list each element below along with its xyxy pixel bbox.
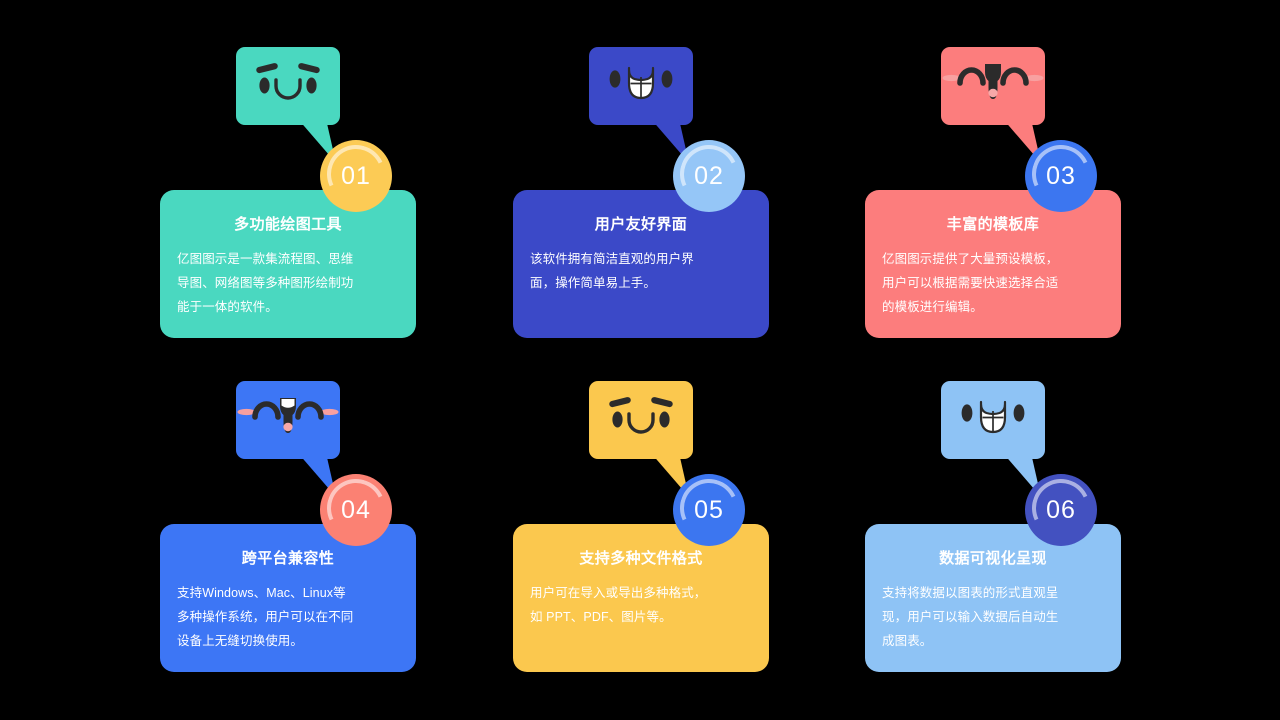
feature-description: 支持将数据以图表的形式直观呈现，用户可以输入数据后自动生成图表。 [882,581,1104,653]
feature-description-line: 现，用户可以输入数据后自动生 [882,610,1059,624]
feature-description-line: 该软件拥有简洁直观的用户界 [530,252,694,266]
feature-description: 用户可在导入或导出多种格式， 如 PPT、PDF、图片等。 [530,581,752,629]
feature-description-line: 设备上无缝切换使用。 [177,634,304,648]
happy-face-brows-icon [589,381,693,459]
feature-panel-02[interactable]: 用户友好界面该软件拥有简洁直观的用户界面，操作简单易上手。 [513,190,769,338]
happy-face-brows-icon [236,47,340,125]
speech-bubble-02 [589,47,693,163]
feature-title: 数据可视化呈现 [939,550,1047,567]
step-number-badge-06[interactable]: 06 [1025,474,1097,546]
feature-description-line: 亿图图示是一款集流程图、思维 [177,252,354,266]
step-number-label: 02 [694,161,724,190]
feature-description-line: 用户可在导入或导出多种格式， [530,586,707,600]
step-number-badge-05[interactable]: 05 [673,474,745,546]
feature-description-line: 支持将数据以图表的形式直观呈 [882,586,1059,600]
feature-panel-06[interactable]: 数据可视化呈现支持将数据以图表的形式直观呈现，用户可以输入数据后自动生成图表。 [865,524,1121,672]
step-number-label: 05 [694,495,724,524]
step-number-badge-04[interactable]: 04 [320,474,392,546]
feature-description-line: 用户可以根据需要快速选择合适 [882,276,1059,290]
feature-description: 亿图图示是一款集流程图、思维导图、网络图等多种图形绘制功能于一体的软件。 [177,247,399,319]
feature-title: 丰富的模板库 [946,216,1040,233]
feature-description-line: 亿图图示提供了大量预设模板， [882,252,1059,266]
laughing-face-blush-icon [236,381,340,459]
feature-panel-04[interactable]: 跨平台兼容性支持Windows、Mac、Linux等多种操作系统，用户可以在不同… [160,524,416,672]
feature-panel-05[interactable]: 支持多种文件格式用户可在导入或导出多种格式， 如 PPT、PDF、图片等。 [513,524,769,672]
feature-description-line: 成图表。 [882,634,933,648]
step-number-badge-02[interactable]: 02 [673,140,745,212]
feature-title: 用户友好界面 [594,216,688,233]
feature-title: 跨平台兼容性 [241,550,335,567]
step-number-label: 04 [341,495,371,524]
speech-bubble-03 [941,47,1045,163]
feature-title: 多功能绘图工具 [234,216,342,233]
speech-bubble-01 [236,47,340,163]
excited-face-blush-icon [941,47,1045,125]
speech-bubble-04 [236,381,340,497]
step-number-label: 03 [1046,161,1076,190]
feature-panel-03[interactable]: 丰富的模板库亿图图示提供了大量预设模板， 用户可以根据需要快速选择合适的模板进行编… [865,190,1121,338]
grin-teeth-face-icon [941,381,1045,459]
feature-description-line: 支持Windows、Mac、Linux等 [177,586,346,600]
feature-description: 亿图图示提供了大量预设模板， 用户可以根据需要快速选择合适的模板进行编辑。 [882,247,1104,319]
feature-description-line: 如 PPT、PDF、图片等。 [530,610,672,624]
step-number-badge-03[interactable]: 03 [1025,140,1097,212]
feature-panel-01[interactable]: 多功能绘图工具亿图图示是一款集流程图、思维导图、网络图等多种图形绘制功能于一体的… [160,190,416,338]
feature-description-line: 能于一体的软件。 [177,300,278,314]
step-number-label: 01 [341,161,371,190]
feature-description-line: 的模板进行编辑。 [882,300,983,314]
speech-bubble-06 [941,381,1045,497]
step-number-badge-01[interactable]: 01 [320,140,392,212]
grin-teeth-face-icon [589,47,693,125]
feature-description-line: 面，操作简单易上手。 [530,276,657,290]
feature-description-line: 导图、网络图等多种图形绘制功 [177,276,354,290]
speech-bubble-05 [589,381,693,497]
feature-description: 该软件拥有简洁直观的用户界面，操作简单易上手。 [530,247,752,295]
feature-description-line: 多种操作系统，用户可以在不同 [177,610,354,624]
feature-description: 支持Windows、Mac、Linux等多种操作系统，用户可以在不同设备上无缝切… [177,581,399,653]
step-number-label: 06 [1046,495,1076,524]
feature-title: 支持多种文件格式 [579,550,703,567]
